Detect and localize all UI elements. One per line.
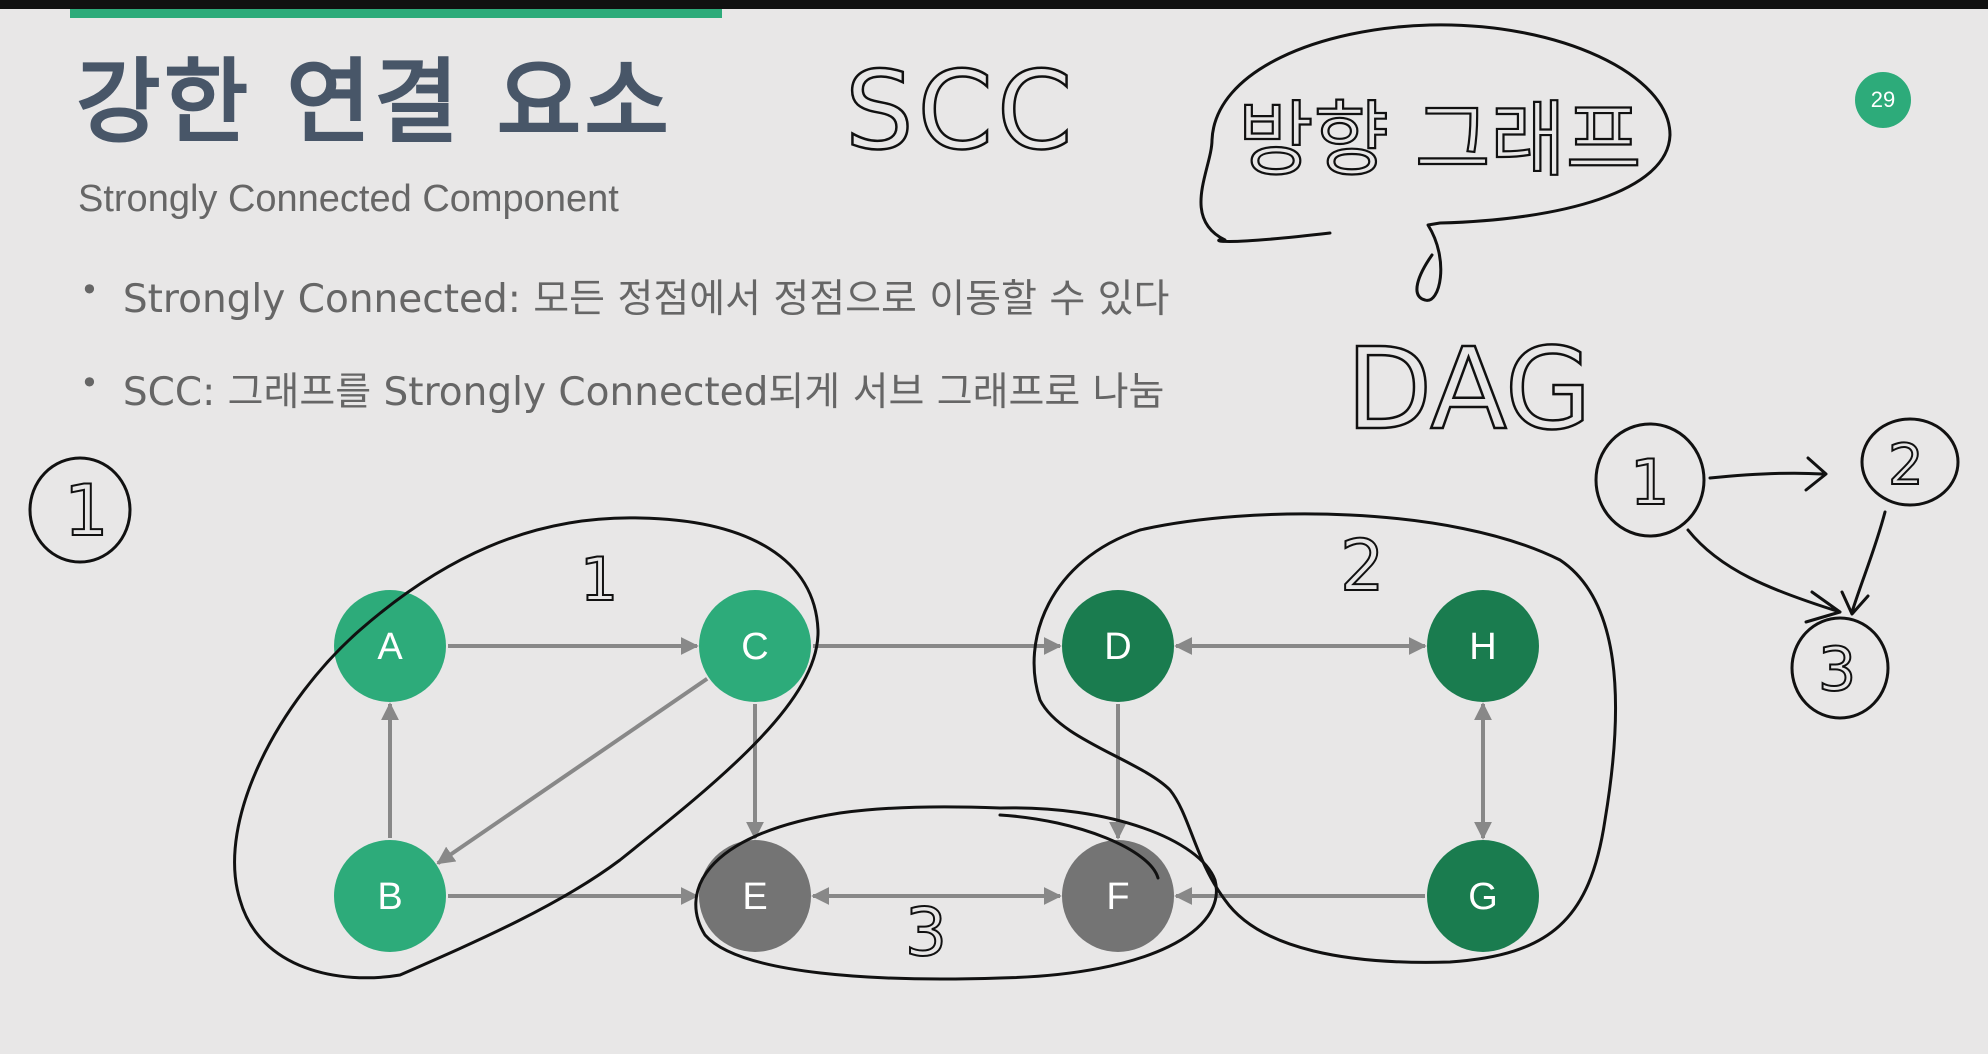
graph-node-c: C <box>699 590 811 702</box>
handwritten-dag-label: DAG <box>1346 325 1592 455</box>
scc-group-1-label: 1 <box>580 545 618 615</box>
handwritten-scc-label: SCC <box>845 49 1076 174</box>
scc-group-3-label: 3 <box>905 894 947 971</box>
mini-dag-node-2-outline <box>1860 417 1960 507</box>
node-circle <box>699 590 811 702</box>
graph-node-g: G <box>1427 840 1539 952</box>
speech-bubble-outline <box>1199 23 1672 302</box>
scc-group-1-outline <box>233 516 820 980</box>
mini-dag-arrow-2-to-3 <box>1840 510 1887 616</box>
mini-dag-node-2-label: 2 <box>1888 433 1924 498</box>
accent-bar <box>70 9 722 18</box>
node-label: B <box>377 876 402 918</box>
bullet-dot: • <box>80 364 99 402</box>
mini-dag-node-1-label: 1 <box>1630 446 1669 519</box>
mini-dag-node-3-outline <box>1790 616 1890 720</box>
node-label: A <box>377 626 403 668</box>
node-label: E <box>742 876 767 918</box>
node-circle <box>699 840 811 952</box>
bullet-item: • SCC: 그래프를 Strongly Connected되게 서브 그래프로… <box>80 361 1169 454</box>
node-circle <box>1062 840 1174 952</box>
circled-number-text: 1 <box>64 470 109 552</box>
node-circle <box>334 840 446 952</box>
node-label: G <box>1468 876 1498 918</box>
bullet-text: Strongly Connected: 모든 정점에서 정점으로 이동할 수 있… <box>122 277 1170 322</box>
node-label: H <box>1469 626 1496 668</box>
graph-node-a: A <box>334 590 446 702</box>
mini-dag-arrow-1-to-2 <box>1708 456 1828 492</box>
bullet-text: SCC: 그래프를 Strongly Connected되게 서브 그래프로 나… <box>122 370 1165 415</box>
graph-node-d: D <box>1062 590 1174 702</box>
scc-group-2-label: 2 <box>1340 525 1385 607</box>
graph-node-b: B <box>334 840 446 952</box>
node-label: F <box>1106 876 1129 918</box>
bullet-item: • Strongly Connected: 모든 정점에서 정점으로 이동할 수… <box>80 268 1169 361</box>
page-number-badge: 29 <box>1855 72 1911 128</box>
graph-node-h: H <box>1427 590 1539 702</box>
mini-dag-node-3-label: 3 <box>1818 635 1856 705</box>
node-circle <box>1062 590 1174 702</box>
slide-subtitle: Strongly Connected Component <box>78 178 619 220</box>
circled-number-outline <box>28 456 132 564</box>
node-circle <box>1427 590 1539 702</box>
speech-bubble-text: 방향 그래프 <box>1238 93 1641 188</box>
top-bar <box>0 0 1988 9</box>
node-circle <box>334 590 446 702</box>
bullet-list: • Strongly Connected: 모든 정점에서 정점으로 이동할 수… <box>80 268 1169 454</box>
slide-title: 강한 연결 요소 <box>76 49 672 156</box>
graph-node-f: F <box>1062 840 1174 952</box>
node-label: C <box>741 626 768 668</box>
handwritten-annotations: SCC 방향 그래프 DAG 1 1 2 3 1 2 3 <box>28 23 1960 981</box>
graph-node-e: E <box>699 840 811 952</box>
scc-group-3-outline <box>694 805 1218 981</box>
node-label: D <box>1104 626 1131 668</box>
graph-edges <box>381 637 1492 905</box>
node-circle <box>1427 840 1539 952</box>
mini-dag-arrow-1-to-3 <box>1686 528 1842 624</box>
graph-nodes: A C B D H G E F <box>334 590 1539 952</box>
bullet-dot: • <box>80 271 99 309</box>
edge-c-b <box>436 677 709 865</box>
scc-group-2-outline <box>1032 512 1618 964</box>
mini-dag-node-1-outline <box>1594 422 1706 538</box>
